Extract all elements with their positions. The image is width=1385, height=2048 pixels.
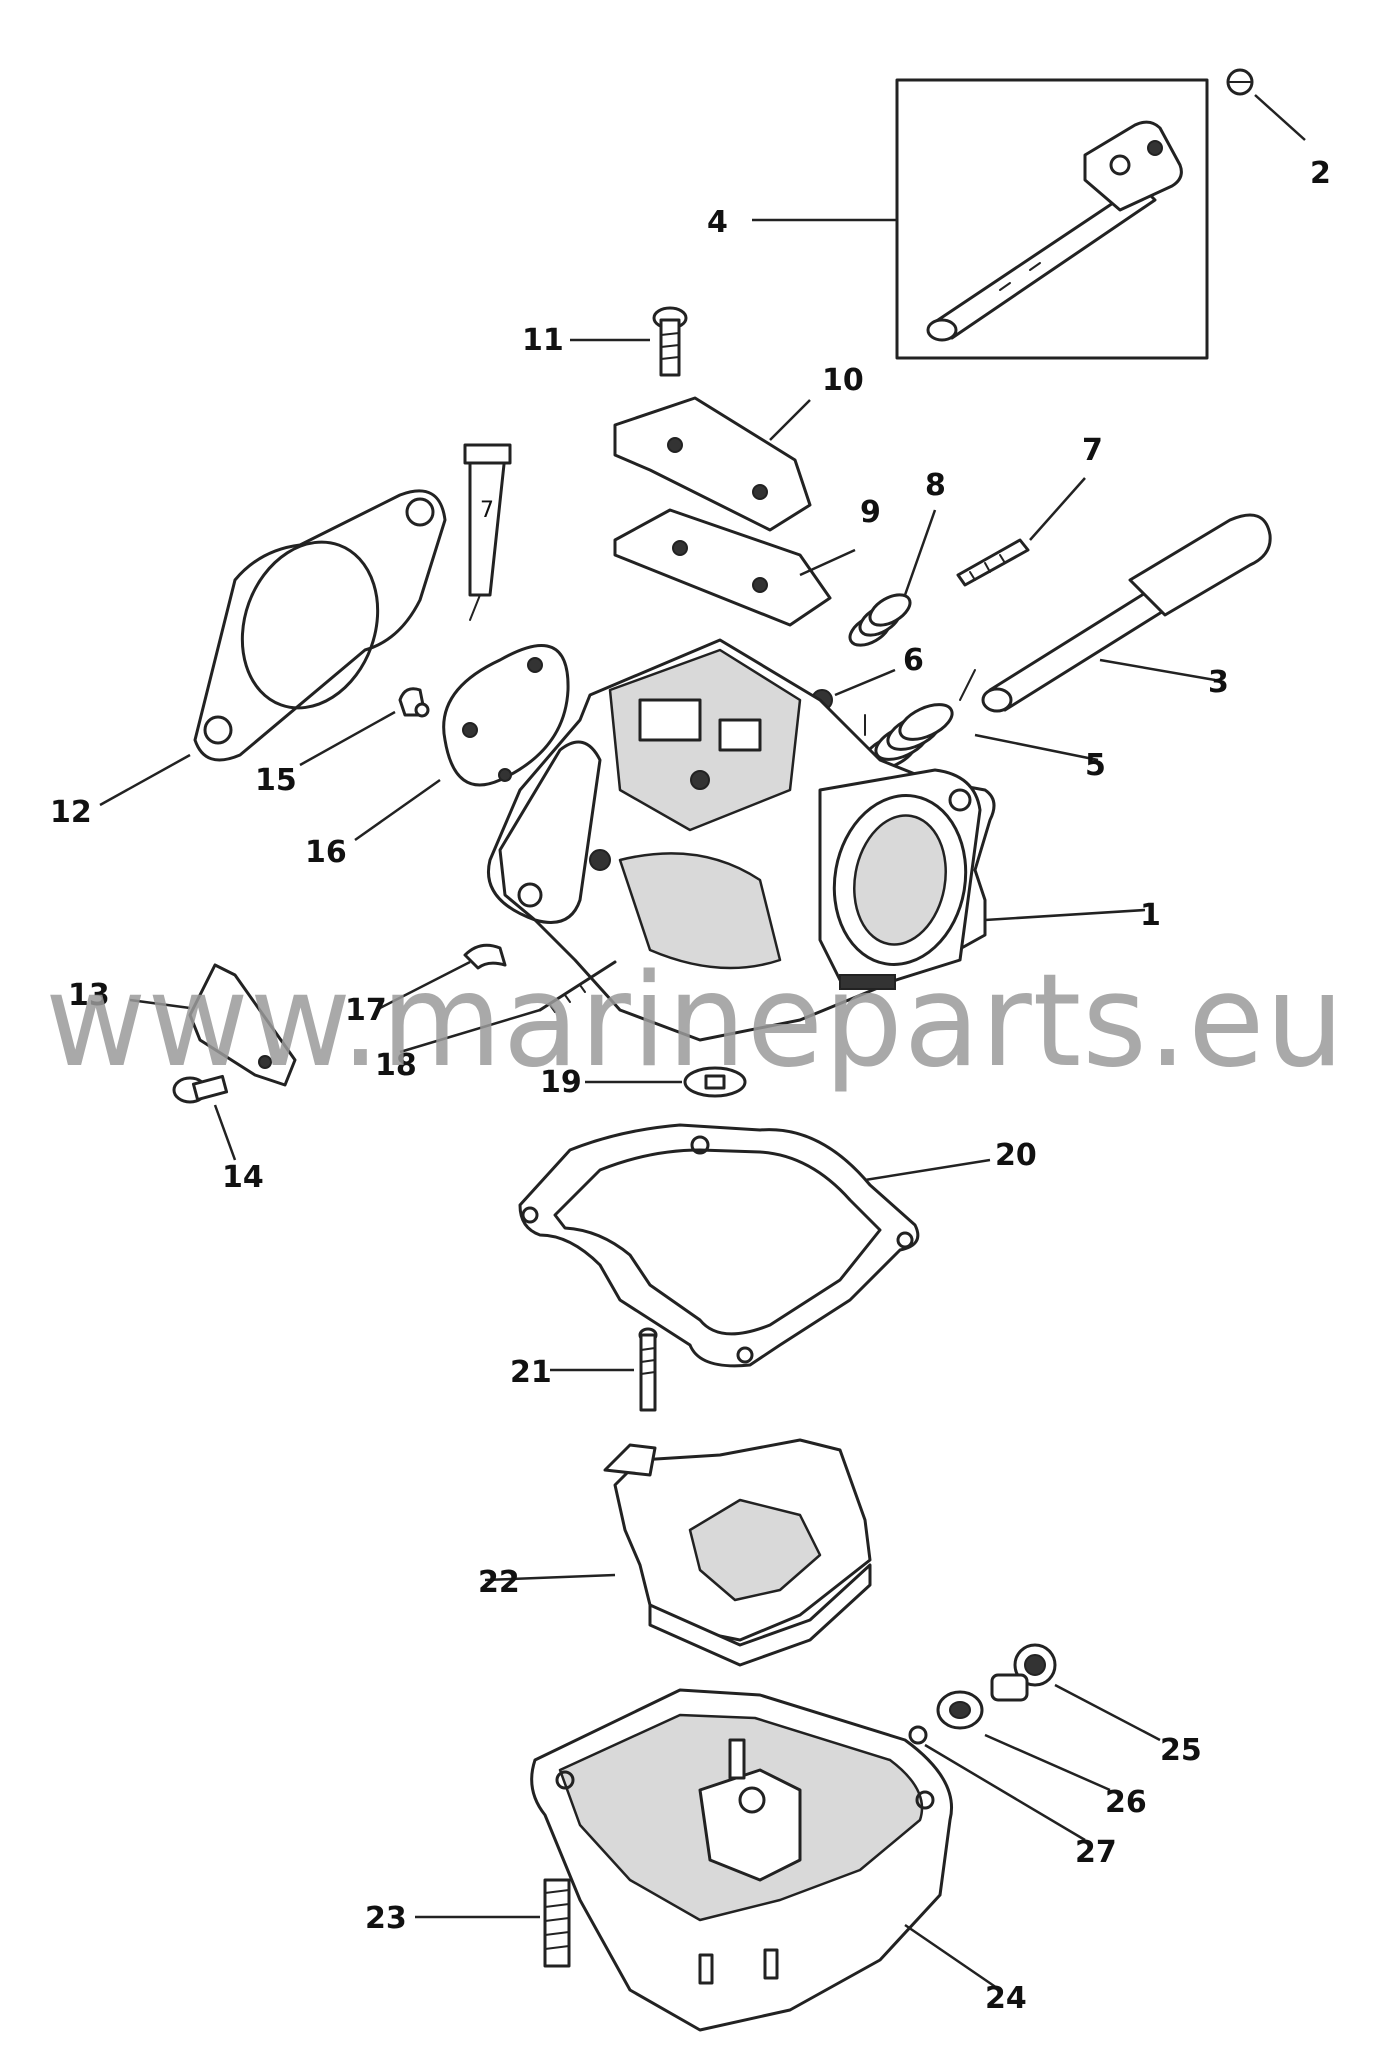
screw-part-14 (172, 1074, 237, 1161)
spring-part-5 (862, 669, 1099, 771)
screw-part-21 (550, 1327, 658, 1412)
fitting-part-15 (299, 687, 430, 767)
callout-22: 22 (478, 1565, 520, 1600)
callout-9: 9 (860, 495, 881, 530)
screw-part-11 (570, 306, 688, 377)
callout-27: 27 (1075, 1835, 1117, 1870)
callout-16: 16 (305, 835, 347, 870)
watermark-text: www.marineparts.eu (45, 947, 1345, 1096)
drain-plug-part-25 (990, 1643, 1161, 1742)
callout-26: 26 (1105, 1785, 1147, 1820)
callout-10: 10 (822, 363, 864, 398)
callout-3: 3 (1208, 665, 1229, 700)
svg-text:7: 7 (480, 498, 494, 523)
pin-part-18 (399, 960, 617, 1054)
callout-12: 12 (50, 795, 92, 830)
callout-17: 17 (345, 993, 387, 1028)
spring-part-8 (848, 509, 937, 647)
flange-gasket-part-12 (99, 489, 447, 807)
float-part-22 (484, 1438, 872, 1667)
diaphragm-part-16 (354, 644, 570, 842)
callout-14: 14 (222, 1160, 264, 1195)
callout-23: 23 (365, 1901, 407, 1936)
reed-plate-part-9 (613, 508, 856, 627)
callout-15: 15 (255, 763, 297, 798)
callout-6: 6 (903, 643, 924, 678)
seal-part-27 (908, 1725, 1086, 1842)
callout-5: 5 (1085, 748, 1106, 783)
bowl-gasket-part-20 (518, 1123, 991, 1368)
callout-1: 1 (1140, 898, 1161, 933)
throttle-shaft-assembly-box (752, 78, 1209, 360)
washer-part-19 (585, 1066, 747, 1098)
callout-21: 21 (510, 1355, 552, 1390)
screw-part-23 (415, 1878, 571, 1968)
washer-part-26 (936, 1690, 1111, 1792)
reed-plate-part-10 (613, 396, 812, 532)
shaft-part-3 (981, 513, 1272, 713)
screw-part-2 (1226, 68, 1306, 141)
callout-2: 2 (1310, 156, 1331, 191)
callout-24: 24 (985, 1981, 1027, 2016)
callout-20: 20 (995, 1138, 1037, 1173)
callout-7: 7 (1082, 433, 1103, 468)
float-bowl-part-24 (530, 1688, 1001, 2032)
bracket-part-13 (129, 963, 297, 1087)
callout-4: 4 (707, 205, 728, 240)
callout-8: 8 (925, 468, 946, 503)
callout-13: 13 (68, 978, 110, 1013)
carburetor-body-part-1 (487, 638, 1146, 1042)
needle-part-7 (956, 477, 1086, 587)
callout-25: 25 (1160, 1733, 1202, 1768)
callout-18: 18 (375, 1048, 417, 1083)
tube-part-7: 7 (463, 443, 512, 621)
callout-19: 19 (540, 1065, 582, 1100)
clip-part-17 (379, 943, 507, 1010)
callout-11: 11 (522, 323, 564, 358)
